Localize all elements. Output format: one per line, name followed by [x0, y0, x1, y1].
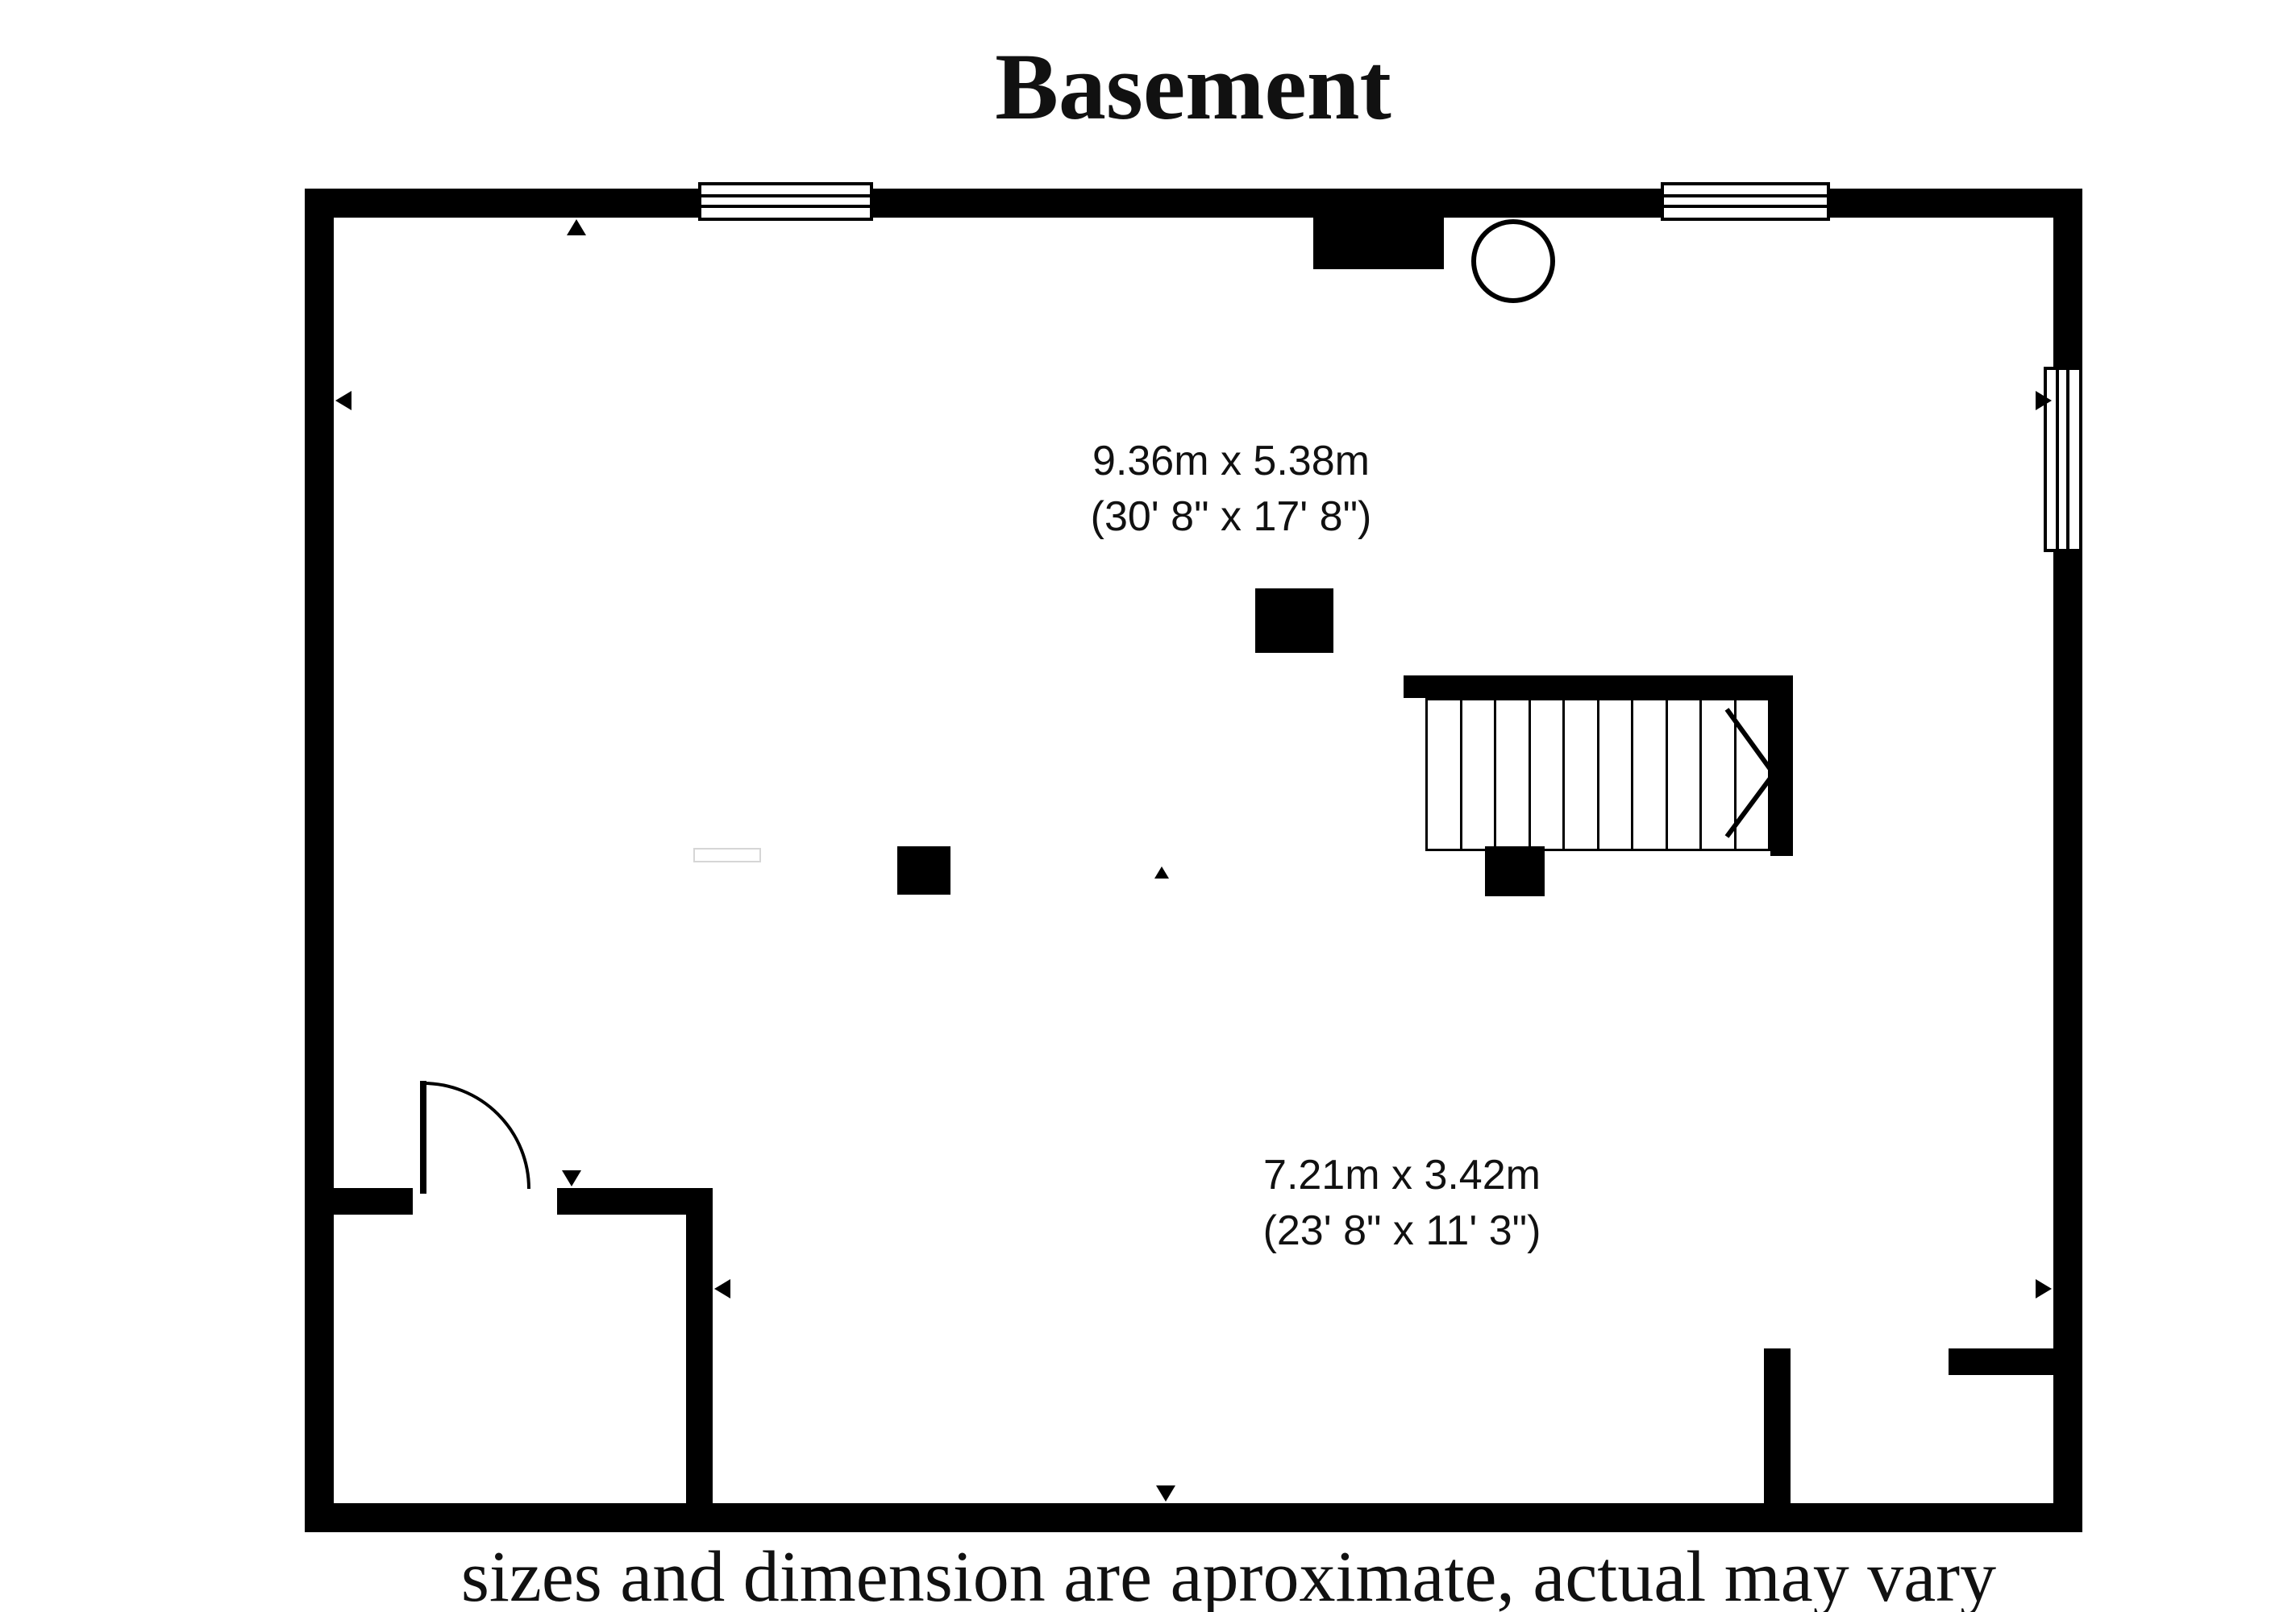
marker-closet-wall-icon — [714, 1279, 730, 1298]
stair-wall-right — [1770, 675, 1793, 856]
stair-tread — [1599, 700, 1633, 849]
marker-right-lower-icon — [2036, 1279, 2052, 1298]
stair-wall-top — [1404, 675, 1792, 698]
support-column-1 — [1255, 588, 1333, 653]
stair-tread — [1668, 700, 1702, 849]
marker-bottom-wall-icon — [1156, 1485, 1175, 1502]
stair-newel-post — [1485, 846, 1545, 896]
partition-wall-horizontal — [1949, 1348, 2082, 1375]
window-pane-line — [1664, 205, 1827, 209]
marker-center-icon — [1154, 866, 1169, 879]
marker-top-wall-icon — [567, 219, 586, 235]
lower-room-metric: 7.21m x 3.42m — [1263, 1152, 1541, 1199]
main-room-imperial: (30' 8" x 17' 8") — [1090, 492, 1372, 540]
stair-tread — [1565, 700, 1599, 849]
stair-tread — [1633, 700, 1668, 849]
marker-right-wall-icon — [2036, 391, 2052, 410]
window-pane-line — [2066, 370, 2070, 549]
window-pane-line — [701, 205, 870, 209]
footer-disclaimer: sizes and dimension are aproximate, actu… — [460, 1537, 1997, 1612]
chimney-breast — [1313, 189, 1444, 269]
marker-left-wall-icon — [335, 391, 351, 410]
support-column-2 — [897, 846, 950, 895]
door-leaf — [420, 1081, 426, 1194]
closet-wall-right — [686, 1188, 713, 1503]
window-pane-line — [1664, 194, 1827, 198]
closet-wall-door-left — [334, 1188, 413, 1215]
marker-door-icon — [562, 1170, 581, 1186]
stair-tread — [1702, 700, 1737, 849]
window-pane-line — [2056, 370, 2060, 549]
main-room-dimensions: 9.36m x 5.38m (30' 8" x 17' 8") — [1091, 434, 1372, 544]
staircase — [1425, 698, 1770, 851]
main-room-metric: 9.36m x 5.38m — [1092, 438, 1370, 484]
floor-mark — [693, 848, 761, 862]
outer-wall-bottom — [305, 1503, 2082, 1532]
window-pane-line — [701, 194, 870, 198]
stair-tread — [1737, 700, 1769, 849]
stair-tread — [1428, 700, 1462, 849]
stair-tread — [1462, 700, 1496, 849]
lower-room-dimensions: 7.21m x 3.42m (23' 8" x 11' 3") — [1263, 1148, 1541, 1258]
plan-title: Basement — [995, 34, 1391, 139]
tank-circle-icon — [1471, 219, 1555, 303]
partition-wall-vertical — [1764, 1348, 1791, 1503]
stair-tread — [1496, 700, 1531, 849]
door-swing-arc — [422, 1082, 530, 1190]
stair-tread — [1531, 700, 1565, 849]
outer-wall-left — [305, 189, 334, 1532]
lower-room-imperial: (23' 8" x 11' 3") — [1262, 1207, 1541, 1254]
window-top-right-icon — [1661, 182, 1830, 221]
window-top-left-icon — [698, 182, 873, 221]
